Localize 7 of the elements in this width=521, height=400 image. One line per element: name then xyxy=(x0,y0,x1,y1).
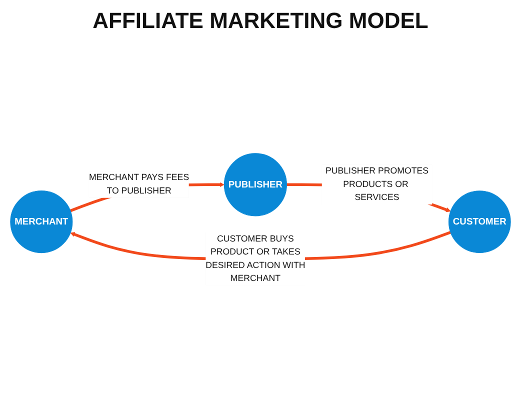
diagram-title: AFFILIATE MARKETING MODEL xyxy=(92,8,428,33)
edge-label: MERCHANT PAYS FEES TO PUBLISHER xyxy=(88,172,190,196)
edge-label: PUBLISHER PROMOTES PRODUCTS OR SERVICES xyxy=(325,166,429,202)
edge-label: CUSTOMER BUYS PRODUCT OR TAKES DESIRED ACTION WITH MERCHANT xyxy=(206,234,306,283)
node-circle: PUBLISHER xyxy=(224,152,287,216)
node-circle: CUSTOMER xyxy=(448,190,511,253)
node-circle: MERCHANT xyxy=(10,190,73,253)
